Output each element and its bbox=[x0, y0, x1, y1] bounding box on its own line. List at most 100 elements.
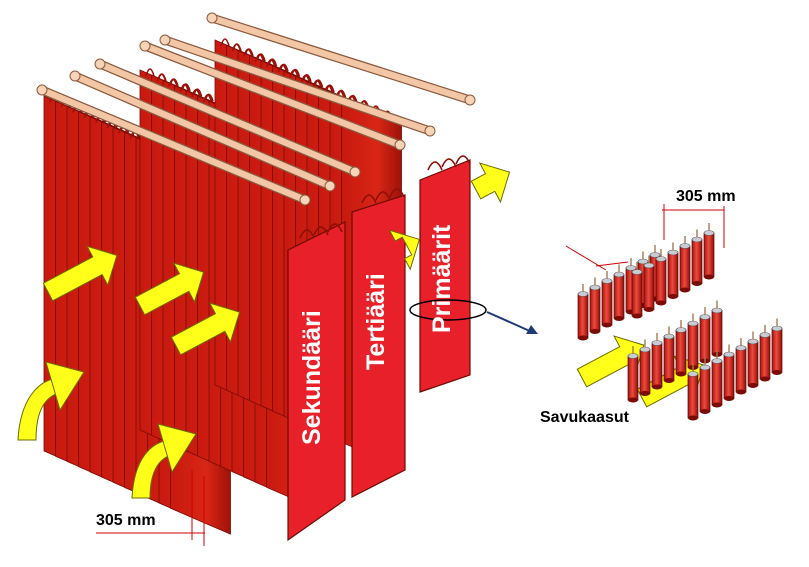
detail-tube-cap bbox=[736, 346, 746, 351]
detail-tube-bottom bbox=[676, 372, 686, 377]
dimension-line-angled bbox=[596, 262, 628, 266]
detail-tube-cap bbox=[614, 272, 624, 277]
header-pipe-end bbox=[37, 85, 47, 95]
header-pipe-end bbox=[325, 181, 335, 191]
detail-tube-cap bbox=[676, 328, 686, 333]
header-pipe-end bbox=[207, 13, 217, 23]
header-pipe-end bbox=[70, 71, 80, 81]
flue-gas-label: Savukaasut bbox=[540, 409, 629, 427]
detail-tube-cap bbox=[712, 359, 722, 364]
detail-tube-cap bbox=[652, 341, 662, 346]
panel-label-secondary: Sekundääri bbox=[298, 310, 327, 445]
dimension-label-detail: 305 mm bbox=[676, 188, 736, 206]
detail-tube bbox=[724, 355, 734, 399]
detail-tube-bottom bbox=[664, 378, 674, 383]
detail-tube-bottom bbox=[656, 301, 666, 306]
detail-tube bbox=[602, 281, 612, 325]
tube-arrangement-detail bbox=[578, 223, 782, 421]
detail-tube bbox=[680, 246, 690, 290]
detail-tube bbox=[578, 294, 588, 338]
detail-tube-cap bbox=[628, 354, 638, 359]
detail-tube bbox=[736, 348, 746, 392]
detail-tube-bottom bbox=[614, 316, 624, 321]
detail-tube-cap bbox=[688, 372, 698, 377]
detail-tube bbox=[700, 317, 710, 361]
header-pipe-end bbox=[425, 126, 435, 136]
detail-tube-cap bbox=[760, 333, 770, 338]
panel-label-primary: Primäärit bbox=[428, 225, 457, 333]
detail-tube-bottom bbox=[644, 307, 654, 312]
detail-tube bbox=[712, 361, 722, 405]
detail-tube-cap bbox=[692, 237, 702, 242]
detail-tube bbox=[656, 259, 666, 303]
detail-tube-bottom bbox=[680, 288, 690, 293]
detail-tube-bottom bbox=[736, 390, 746, 395]
detail-tube-bottom bbox=[692, 281, 702, 286]
detail-tube bbox=[652, 343, 662, 387]
detail-tube-cap bbox=[668, 250, 678, 255]
header-pipe-end bbox=[350, 167, 360, 177]
dimension-line-angled bbox=[566, 246, 606, 270]
detail-tube-bottom bbox=[760, 377, 770, 382]
detail-tube-cap bbox=[656, 257, 666, 262]
detail-tube-cap bbox=[724, 352, 734, 357]
detail-tube-cap bbox=[602, 279, 612, 284]
detail-tube-cap bbox=[578, 292, 588, 297]
header-pipe-end bbox=[95, 59, 105, 69]
detail-tube bbox=[704, 233, 714, 277]
detail-tube bbox=[590, 288, 600, 332]
detail-tube bbox=[614, 275, 624, 319]
detail-tube bbox=[676, 330, 686, 374]
detail-tube bbox=[760, 335, 770, 379]
detail-tube bbox=[640, 350, 650, 394]
detail-tube-bottom bbox=[772, 370, 782, 375]
detail-tube-cap bbox=[748, 339, 758, 344]
header-pipe-end bbox=[160, 35, 170, 45]
detail-tube-bottom bbox=[688, 416, 698, 421]
flow-arrow-outlet bbox=[466, 153, 520, 210]
detail-tube-cap bbox=[640, 347, 650, 352]
detail-tube bbox=[628, 356, 638, 400]
detail-tube-cap bbox=[688, 321, 698, 326]
header-pipe-end bbox=[300, 195, 310, 205]
header-pipe-end bbox=[395, 140, 405, 150]
detail-tube-cap bbox=[772, 326, 782, 331]
detail-tube-cap bbox=[590, 285, 600, 290]
detail-tube bbox=[688, 324, 698, 368]
detail-tube bbox=[688, 374, 698, 418]
detail-tube-cap bbox=[712, 308, 722, 313]
detail-tube bbox=[700, 368, 710, 412]
header-pipe-end bbox=[465, 95, 475, 105]
detail-tube-bottom bbox=[668, 294, 678, 299]
detail-tube-cap bbox=[644, 263, 654, 268]
detail-tube-bottom bbox=[748, 383, 758, 388]
detail-tube-cap bbox=[704, 231, 714, 236]
detail-tube-cap bbox=[632, 270, 642, 275]
detail-tube-cap bbox=[700, 315, 710, 320]
detail-tube bbox=[664, 337, 674, 381]
detail-tube bbox=[632, 272, 642, 316]
detail-tube bbox=[644, 266, 654, 310]
detail-tube-bottom bbox=[640, 391, 650, 396]
detail-tube bbox=[712, 311, 722, 355]
detail-tube bbox=[668, 253, 678, 297]
detail-tube-bottom bbox=[590, 329, 600, 334]
detail-tube-bottom bbox=[652, 385, 662, 390]
detail-tube-bottom bbox=[632, 314, 642, 319]
front-panel-loop bbox=[428, 162, 442, 170]
detail-tube bbox=[748, 342, 758, 386]
arrow-shape bbox=[466, 153, 520, 210]
panel-label-tertiary: Tertiääri bbox=[362, 273, 391, 370]
detail-tube-cap bbox=[680, 244, 690, 249]
dimension-label-bottom: 305 mm bbox=[96, 512, 156, 530]
header-pipe-end bbox=[140, 41, 150, 51]
detail-tube-bottom bbox=[724, 396, 734, 401]
detail-tube-cap bbox=[700, 365, 710, 370]
detail-tube-bottom bbox=[628, 398, 638, 403]
detail-tube-bottom bbox=[602, 323, 612, 328]
detail-tube bbox=[692, 240, 702, 284]
detail-tube-bottom bbox=[704, 275, 714, 280]
detail-tube-cap bbox=[664, 334, 674, 339]
